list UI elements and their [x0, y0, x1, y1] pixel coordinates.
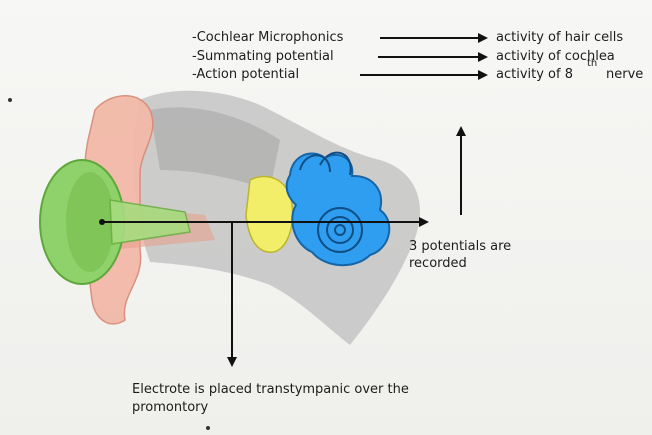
legend-activity-3: activity of 8 — [496, 67, 573, 82]
potentials-recorded-label: 3 potentials are recorded — [409, 238, 519, 272]
legend-activity-3-sup: th — [587, 58, 597, 69]
arrow-origin-dot — [99, 219, 105, 225]
legend-potential-2: -Summating potential — [192, 49, 334, 64]
legend-potential-3: -Action potential — [192, 67, 299, 82]
legend-activity-1: activity of hair cells — [496, 30, 623, 45]
electrode-caption: Electrote is placed transtympanic over t… — [132, 381, 462, 417]
bottom-dot — [206, 426, 210, 430]
margin-dot — [8, 98, 12, 102]
ossicles — [246, 176, 293, 252]
legend-potential-1: -Cochlear Microphonics — [192, 30, 343, 45]
legend-activity-3-suffix: nerve — [606, 67, 643, 82]
